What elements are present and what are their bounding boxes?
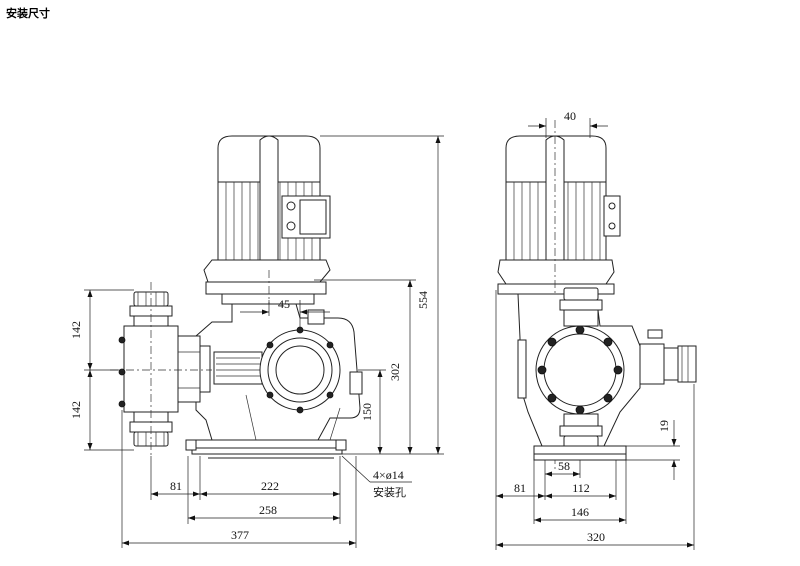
dim-142-top: 142 [69, 321, 83, 339]
front-motor [497, 120, 621, 470]
hole-note: 4×ø14 [373, 468, 404, 482]
side-gearbox [195, 303, 363, 441]
side-view: 554 302 150 142 142 45 81 222 258 377 4×… [69, 135, 444, 548]
front-view: 40 19 58 81 112 146 320 [495, 109, 697, 550]
dim-222: 222 [261, 479, 279, 493]
side-motor [203, 135, 331, 420]
side-pump-head [110, 282, 212, 456]
dim-81-front: 81 [514, 481, 526, 495]
dim-142-bottom: 142 [69, 401, 83, 419]
dim-19: 19 [657, 420, 671, 432]
dim-258: 258 [259, 503, 277, 517]
dim-554: 554 [416, 291, 430, 309]
dim-112: 112 [572, 481, 590, 495]
dim-146: 146 [571, 505, 589, 519]
dim-302: 302 [388, 363, 402, 381]
side-base [185, 439, 347, 459]
hole-label: 安装孔 [373, 485, 406, 499]
front-body [517, 287, 697, 449]
dim-45: 45 [278, 297, 290, 311]
dim-81-side: 81 [170, 479, 182, 493]
dim-377: 377 [231, 528, 249, 542]
page-title: 安装尺寸 [6, 7, 50, 20]
front-base [533, 445, 627, 461]
dim-320: 320 [587, 530, 605, 544]
side-dimensions [84, 135, 444, 548]
front-dimensions [495, 118, 695, 550]
dim-40: 40 [564, 109, 576, 123]
dim-58: 58 [558, 459, 570, 473]
dim-150: 150 [360, 403, 374, 421]
